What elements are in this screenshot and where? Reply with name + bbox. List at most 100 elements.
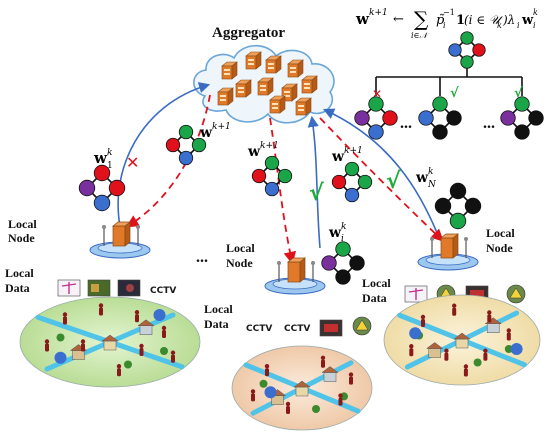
svg-text:w: w [247,144,261,160]
local-nodes [89,221,479,295]
svg-text:w: w [331,149,345,165]
aggregation-formula: w k+1 ← ∑ i∈𝒩 p̃ i −1 1 (i ∈ 𝒰 k )λ i w … [355,7,538,40]
user-device [54,351,67,364]
svg-text:p̃: p̃ [436,13,445,28]
server-9 [217,87,234,106]
server-4 [287,59,304,78]
data-thumb-badge-right-2 [506,284,526,304]
svg-text:)λ: )λ [502,13,515,27]
svg-text:k: k [497,21,502,30]
model-node [93,164,111,182]
svg-text:i∈𝒩: i∈𝒩 [411,31,429,40]
local-node-label-1-line1: Local [8,217,37,231]
model-tree-3 [500,96,544,140]
server-5 [235,79,252,98]
model-node [335,241,351,257]
svg-text:w: w [355,10,370,28]
weight-label-wk1-left: w k+1 [199,122,231,141]
svg-text:i: i [443,21,446,30]
local-node-label-1-line2: Node [8,231,35,245]
model-node [528,110,544,126]
model-node [165,137,181,153]
server-8 [301,75,318,94]
model-node [460,31,474,45]
city-zones [19,294,541,431]
model-tree-1 [354,96,398,140]
nodes-dots: ... [196,249,208,266]
model-global-left [165,124,207,166]
accepted-upload-mark-N: √ [386,169,401,194]
model-local-1 [78,164,126,212]
model-node [418,110,434,126]
server-2 [245,51,262,70]
model-node [335,269,351,285]
model-node [432,124,448,140]
model-node [349,255,365,271]
svg-text:i: i [341,234,344,244]
local-node-label-N-line2: Node [486,241,513,255]
model-local-N [434,182,482,230]
model-node [344,161,360,177]
svg-text:←: ← [393,12,404,27]
download-arrows [125,94,444,265]
svg-text:w: w [199,125,213,141]
upload-arrow-nodei [307,115,321,249]
weight-label-wk1-right: w k+1 [331,146,363,165]
svg-text:w: w [93,149,108,167]
tree-dots-2: ... [483,115,495,132]
local-node-label-i-line1: Local [226,241,255,255]
model-node [434,197,452,215]
weight-label-wNk: w k N [415,167,437,190]
svg-text:k+1: k+1 [344,146,363,156]
model-aggregated-top [448,31,486,69]
model-tree-2 [418,96,462,140]
server-1 [221,61,238,80]
weight-label-wk1-middle: w k+1 [247,141,279,160]
model-global-middle [251,155,293,197]
data-thumb-cctv-mid-2: CCTV [284,324,310,334]
model-node [264,181,280,197]
local-data-label-1-line1: Local [5,266,34,280]
upload-arrow-node1 [117,82,211,227]
model-node [357,174,373,190]
svg-text:w: w [415,170,429,186]
local-node-N [417,233,479,271]
model-node [500,110,516,126]
tree-accept-mark-1: √ [450,86,459,101]
download-arrow-nodei [269,117,297,265]
svg-text:w: w [521,13,534,28]
model-node [432,96,448,112]
tree-reject-mark: ✕ [372,87,382,101]
weight-label-wik: w k i [328,222,346,244]
local-node-1 [89,221,151,259]
model-node [354,110,370,126]
accepted-upload-mark-i: √ [309,181,324,206]
data-thumb-photo-2 [117,279,141,297]
server-7 [281,83,298,102]
model-local-i [321,241,365,285]
aggregation-tree [375,64,523,96]
svg-text:k+1: k+1 [369,8,388,18]
model-node [514,124,530,140]
download-arrow-nodeN [319,117,444,242]
model-node [277,168,293,184]
svg-text:−1: −1 [443,8,455,17]
svg-text:∑: ∑ [414,7,429,31]
model-node [108,179,126,197]
local-node-i [264,257,326,295]
svg-text:N: N [427,180,437,190]
svg-text:1: 1 [456,13,465,28]
server-11 [295,97,312,116]
model-global-right [331,161,373,203]
model-node [178,150,194,166]
aggregator-label: Aggregator [212,25,285,41]
svg-text:k+1: k+1 [212,122,231,132]
svg-text:1: 1 [107,161,113,171]
local-node-label-i-line2: Node [226,256,253,270]
tree-accept-mark-2: √ [514,86,523,101]
city-zone-N [383,294,541,386]
model-node [368,124,384,140]
data-thumb-photo-mid [319,319,343,337]
